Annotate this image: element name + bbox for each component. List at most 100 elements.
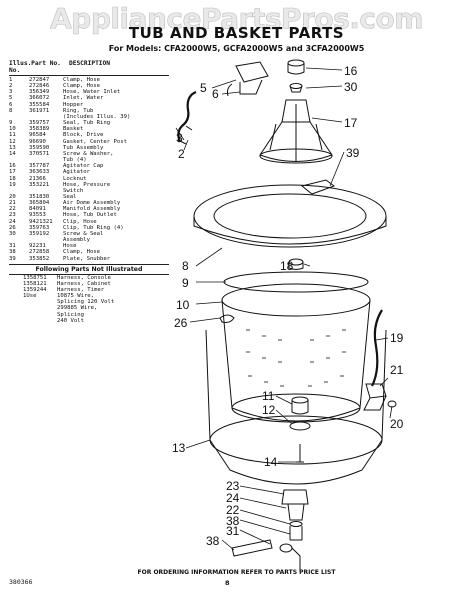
part-description: Manifold Assembly (63, 206, 121, 213)
parts-row: Assembly (9, 237, 169, 243)
part-description: 10875 Wire, (57, 293, 95, 300)
part-description: Clip, Hose (63, 218, 97, 225)
part-description: Block, Drive (63, 132, 104, 139)
part-no: 357787 (29, 163, 50, 170)
not-illustrated-row: 1358751 Harness, Console (9, 275, 169, 281)
illus-no: 14 (9, 150, 16, 157)
part-no: 359590 (29, 144, 50, 151)
part-description: Harness, Console (57, 274, 111, 281)
part-no: 93553 (29, 212, 46, 219)
part-description: Splicing 120 Volt (57, 299, 115, 306)
document-id: 380366 (9, 578, 33, 586)
part-no: 351830 (29, 193, 50, 200)
illus-no: 20 (9, 193, 16, 200)
description-header: DESCRIPTION (69, 60, 110, 67)
illus-no: 8 (9, 107, 13, 114)
part-no: 363633 (29, 169, 50, 176)
part-description: Hose, Water Inlet (63, 89, 121, 96)
illus-no: 12 (9, 138, 16, 145)
part-no: 353852 (29, 255, 50, 262)
part-description: Plate, Snubber (63, 255, 111, 262)
part-no: 361971 (29, 107, 50, 114)
part-no: 359192 (29, 230, 50, 237)
callout-31: 31 (226, 524, 240, 538)
callouts: 16 30 17 39 5 6 3 2 8 18 9 10 26 19 21 1… (172, 64, 404, 548)
callout-20: 20 (390, 417, 404, 431)
callout-24: 24 (226, 491, 240, 505)
snubber-plate-drawing (300, 179, 336, 195)
part-description: 299885 Wire, (57, 305, 98, 312)
part-no: 272846 (29, 83, 50, 90)
illus-no: 17 (9, 169, 16, 176)
part-description: Harness, Timer (57, 287, 105, 293)
part-description: Hopper (63, 101, 84, 108)
part-no: 366072 (29, 95, 50, 102)
parts-row: Tub (4) (9, 157, 169, 163)
part-description: Basket (63, 126, 84, 133)
parts-row: (Includes Illus. 39) (9, 114, 169, 120)
callout-3: 3 (176, 131, 183, 145)
part-no: 355584 (29, 101, 50, 108)
part-description: Clamp, Hose (63, 83, 101, 90)
parts-row: 10 358389 Basket (9, 126, 169, 132)
part-description: (Includes Illus. 39) (63, 113, 131, 120)
air-dome-drawing (363, 309, 397, 411)
part-description: Locknut (63, 175, 87, 182)
illus-no: 10 (9, 126, 16, 133)
illus-no-header: Illus. No. (9, 60, 32, 74)
drive-block-drawing (289, 396, 311, 463)
illus-no: 5 (9, 95, 13, 102)
part-description: Screw & Washer, (63, 150, 114, 157)
parts-row: Switch (9, 188, 169, 194)
illus-no: 11 (9, 132, 16, 139)
illus-no: 31 (9, 243, 16, 250)
part-description: Screw & Seal (63, 230, 104, 237)
part-description: Seal (63, 193, 77, 200)
tub-ring-clip-drawing (219, 314, 235, 323)
illus-no: 13 (9, 144, 16, 151)
part-description: Hose (63, 243, 77, 250)
water-inlet-drawing (177, 61, 269, 145)
part-description: Clamp, Hose (63, 77, 101, 83)
leader-lines (175, 67, 393, 551)
part-no: 358389 (29, 126, 50, 133)
part-description: Hose, Pressure (63, 181, 111, 188)
basket-drawing (221, 283, 371, 423)
callout-8: 8 (182, 259, 189, 273)
part-no: 1358751 (23, 274, 47, 281)
illus-no: 23 (9, 212, 16, 219)
callout-23: 23 (226, 479, 240, 493)
agitator-drawing (259, 99, 333, 164)
part-description: Agitator Cap (63, 163, 104, 170)
not-illustrated-row: 240 Volt (9, 318, 169, 324)
part-description: Harness, Cabinet (57, 280, 111, 287)
illus-no: 2 (9, 83, 13, 90)
not-illustrated-header: Following Parts Not Illustrated (9, 263, 169, 275)
illus-no: 22 (9, 206, 16, 213)
part-description: Air Dome Assembly (63, 200, 121, 207)
part-no: 96584 (29, 132, 46, 139)
manifold-drawing (231, 489, 309, 572)
illus-no: 16 (9, 163, 16, 170)
part-description: 240 Volt (57, 317, 84, 324)
part-no: 272858 (29, 249, 50, 256)
